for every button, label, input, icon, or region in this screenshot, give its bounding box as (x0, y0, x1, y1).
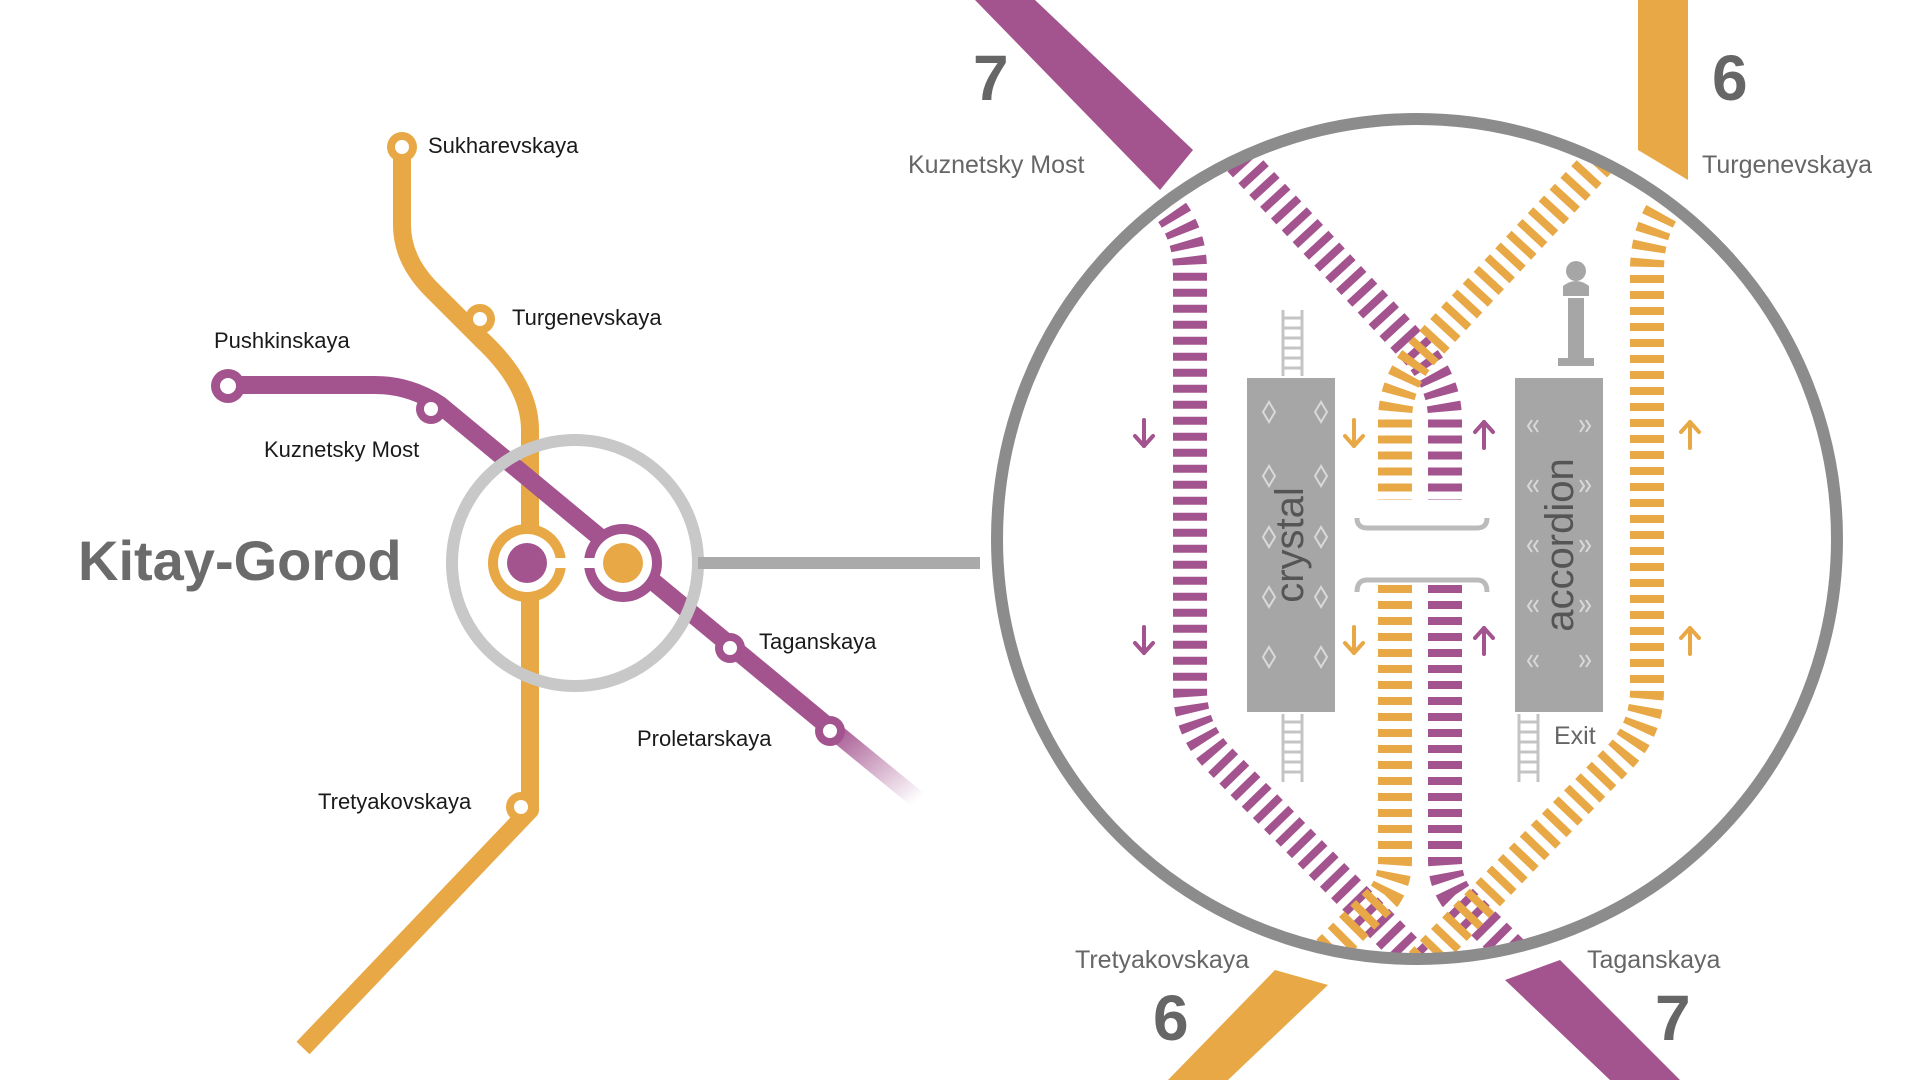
escalator-icon[interactable] (1281, 310, 1304, 376)
line-number-6-bottom: 6 (1153, 982, 1189, 1054)
down-arrow-icon (1133, 625, 1155, 655)
down-arrow-icon (1133, 418, 1155, 448)
label-turgenevskaya: Turgenevskaya (512, 305, 662, 330)
line-number-7-top: 7 (973, 42, 1009, 114)
up-arrow-icon (1679, 420, 1701, 450)
line-7-stub-top (975, 0, 1193, 190)
hub-station-title: Kitay-Gorod (78, 529, 402, 592)
line-number-6-top: 6 (1712, 42, 1748, 114)
hall-accordion-label: accordion (1538, 458, 1582, 631)
track-purple-center-bottom (1428, 585, 1553, 959)
station-pushkinskaya[interactable] (211, 369, 245, 403)
label-tretyakovskaya: Tretyakovskaya (318, 789, 472, 814)
direction-tretyakovskaya: Tretyakovskaya (1075, 946, 1249, 974)
label-sukharevskaya: Sukharevskaya (428, 133, 579, 158)
line-6-stub-top (1638, 0, 1688, 180)
line-7-fade-right (824, 721, 924, 807)
label-kuznetsky-most: Kuznetsky Most (264, 437, 419, 462)
statue-icon (1558, 261, 1594, 366)
escalator-icon[interactable] (1517, 714, 1540, 782)
direction-turgenevskaya: Turgenevskaya (1702, 151, 1872, 179)
down-arrow-icon (1343, 625, 1365, 655)
station-kuznetsky-most[interactable] (416, 394, 446, 424)
exit-label[interactable]: Exit (1554, 722, 1596, 750)
label-pushkinskaya: Pushkinskaya (214, 328, 351, 353)
direction-kuznetsky-most: Kuznetsky Most (908, 151, 1085, 179)
station-sukharevskaya[interactable] (387, 132, 417, 162)
station-taganskaya[interactable] (715, 633, 745, 663)
line-number-7-bottom: 7 (1655, 982, 1691, 1054)
zoom-connector (698, 557, 980, 569)
label-taganskaya: Taganskaya (759, 629, 877, 654)
schematic-map: Sukharevskaya Turgenevskaya Pushkinskaya… (78, 70, 980, 1055)
line-7-stub-bottom (1505, 960, 1680, 1080)
hall-crystal[interactable]: crystal (1247, 378, 1335, 712)
station-tretyakovskaya[interactable] (506, 792, 536, 822)
station-kitay-gorod[interactable] (488, 524, 662, 602)
hall-crystal-label: crystal (1268, 487, 1312, 603)
platform-bracket-top (1354, 517, 1490, 531)
station-turgenevskaya[interactable] (465, 304, 495, 334)
line-6-stub-bottom (1168, 970, 1328, 1080)
escalator-icon[interactable] (1281, 714, 1304, 782)
down-arrow-icon (1343, 418, 1365, 448)
track-orange-center-bottom (1287, 585, 1412, 959)
label-proletarskaya: Proletarskaya (637, 726, 772, 751)
direction-taganskaya: Taganskaya (1587, 946, 1721, 974)
up-arrow-icon (1473, 626, 1495, 656)
track-purple-left (1149, 188, 1433, 959)
hall-accordion[interactable]: accordion (1515, 378, 1603, 712)
up-arrow-icon (1473, 420, 1495, 450)
line-6-track (296, 145, 539, 1055)
zoomed-station-diagram: 7 6 6 7 Kuznetsky Most Turgenevskaya Tre… (908, 0, 1872, 1080)
station-proletarskaya[interactable] (815, 716, 845, 746)
platform-bracket-bottom (1354, 577, 1490, 593)
up-arrow-icon (1679, 626, 1701, 656)
zoom-ring (991, 113, 1843, 965)
